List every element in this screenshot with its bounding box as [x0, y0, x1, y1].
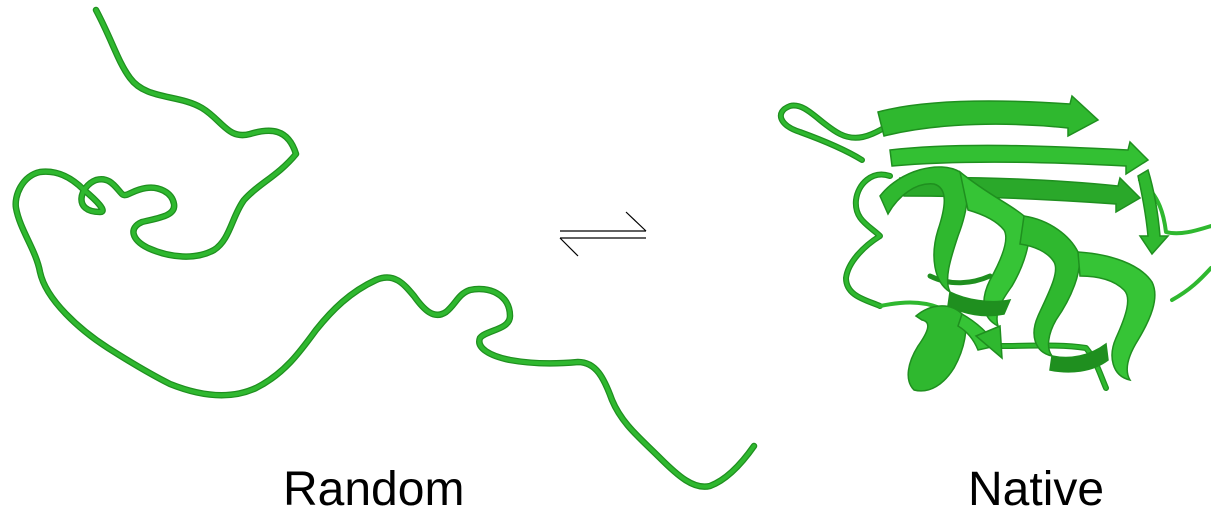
helix-back-2 — [1049, 342, 1109, 373]
native-short-helix — [907, 305, 1003, 392]
random-coil-chain — [13, 8, 756, 489]
native-loop-top-left — [777, 102, 887, 163]
beta-strand-top — [877, 94, 1100, 138]
native-loop-bottom-inner — [998, 343, 1108, 390]
helix-turn-3 — [1019, 215, 1081, 358]
native-loop-top-left-inner — [779, 103, 886, 162]
native-folded-structure — [777, 94, 1211, 392]
native-alpha-helix — [879, 166, 1156, 382]
beta-strand-upper-mid — [889, 140, 1150, 176]
random-state-label: Random — [283, 463, 465, 516]
random-coil-chain-shadow — [12, 6, 758, 490]
forward-arrow-head — [625, 211, 647, 232]
short-helix-turn-1 — [907, 305, 967, 392]
short-helix-arrow — [974, 324, 1003, 360]
native-loop-right-lower — [1170, 266, 1211, 302]
random-coil-structure — [12, 6, 758, 490]
beta-strand-right — [1137, 168, 1170, 256]
helix-turn-4 — [1077, 251, 1156, 382]
native-loop-left-inner — [844, 172, 892, 308]
reverse-arrow-head — [559, 237, 579, 257]
native-loop-mid — [927, 273, 993, 286]
equilibrium-arrows-icon — [559, 211, 647, 257]
native-state-label: Native — [968, 463, 1105, 516]
native-beta-sheets — [877, 94, 1170, 256]
native-loops — [777, 102, 1211, 391]
